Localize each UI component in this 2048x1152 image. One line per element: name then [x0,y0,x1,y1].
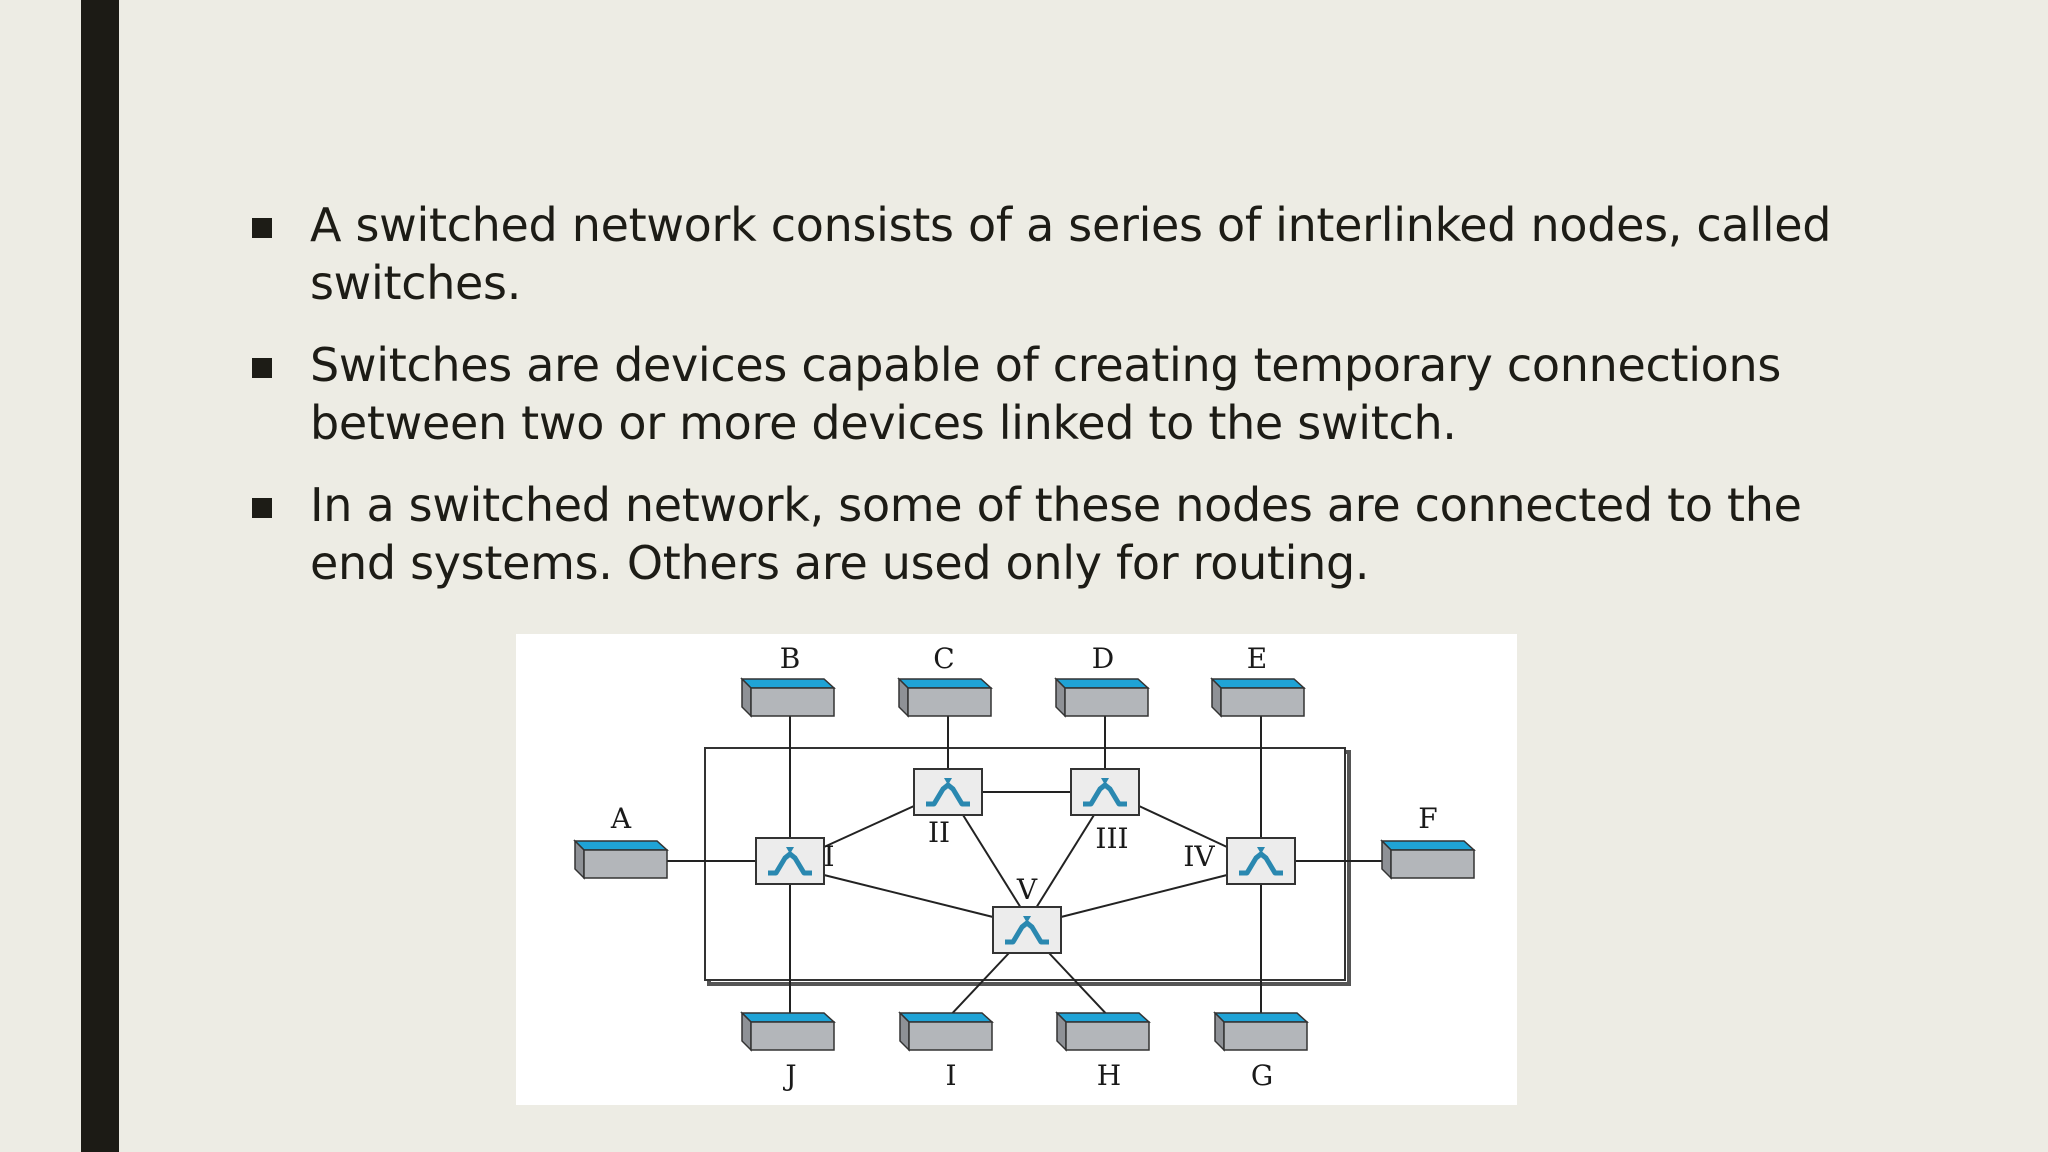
end-system-I [899,1012,993,1051]
label-A: A [610,802,632,835]
bullet-item: Switches are devices capable of creating… [240,336,1860,452]
switch-III [1071,769,1139,815]
bullet-item: A switched network consists of a series … [240,196,1860,312]
switch-label-IV: IV [1183,840,1215,873]
end-system-J [741,1012,835,1051]
left-accent-bar [81,0,119,1152]
switch-label-I: I [823,840,834,873]
bullet-text: Switches are devices capable of creating… [310,338,1782,450]
square-bullet-icon [252,358,272,378]
end-system-C [898,678,992,717]
bullet-text: A switched network consists of a series … [310,198,1832,310]
end-system-H [1056,1012,1150,1051]
label-G: G [1251,1059,1273,1092]
label-I: I [945,1059,956,1092]
switch-II [914,769,982,815]
end-system-G [1214,1012,1308,1051]
end-system-F [1381,840,1475,879]
label-E: E [1247,642,1267,675]
label-H: H [1097,1059,1121,1092]
label-C: C [933,642,954,675]
switched-network-diagram: B C D E A F J I H G I II III IV V [516,634,1517,1105]
switch-label-II: II [928,816,950,849]
square-bullet-icon [252,498,272,518]
label-D: D [1092,642,1114,675]
label-F: F [1418,802,1437,835]
square-bullet-icon [252,218,272,238]
end-system-E [1211,678,1305,717]
network-diagram-svg: B C D E A F J I H G I II III IV V [574,642,1475,1092]
switch-I [756,838,824,884]
switch-V [993,907,1061,953]
bullet-list: A switched network consists of a series … [240,196,1860,616]
bullet-item: In a switched network, some of these nod… [240,476,1860,592]
bullet-text: In a switched network, some of these nod… [310,478,1802,590]
label-J: J [782,1059,796,1092]
switch-label-III: III [1095,822,1128,855]
switch-label-V: V [1016,873,1038,906]
label-B: B [780,642,801,675]
switch-IV [1227,838,1295,884]
end-system-A [574,840,668,879]
end-system-D [1055,678,1149,717]
end-system-B [741,678,835,717]
